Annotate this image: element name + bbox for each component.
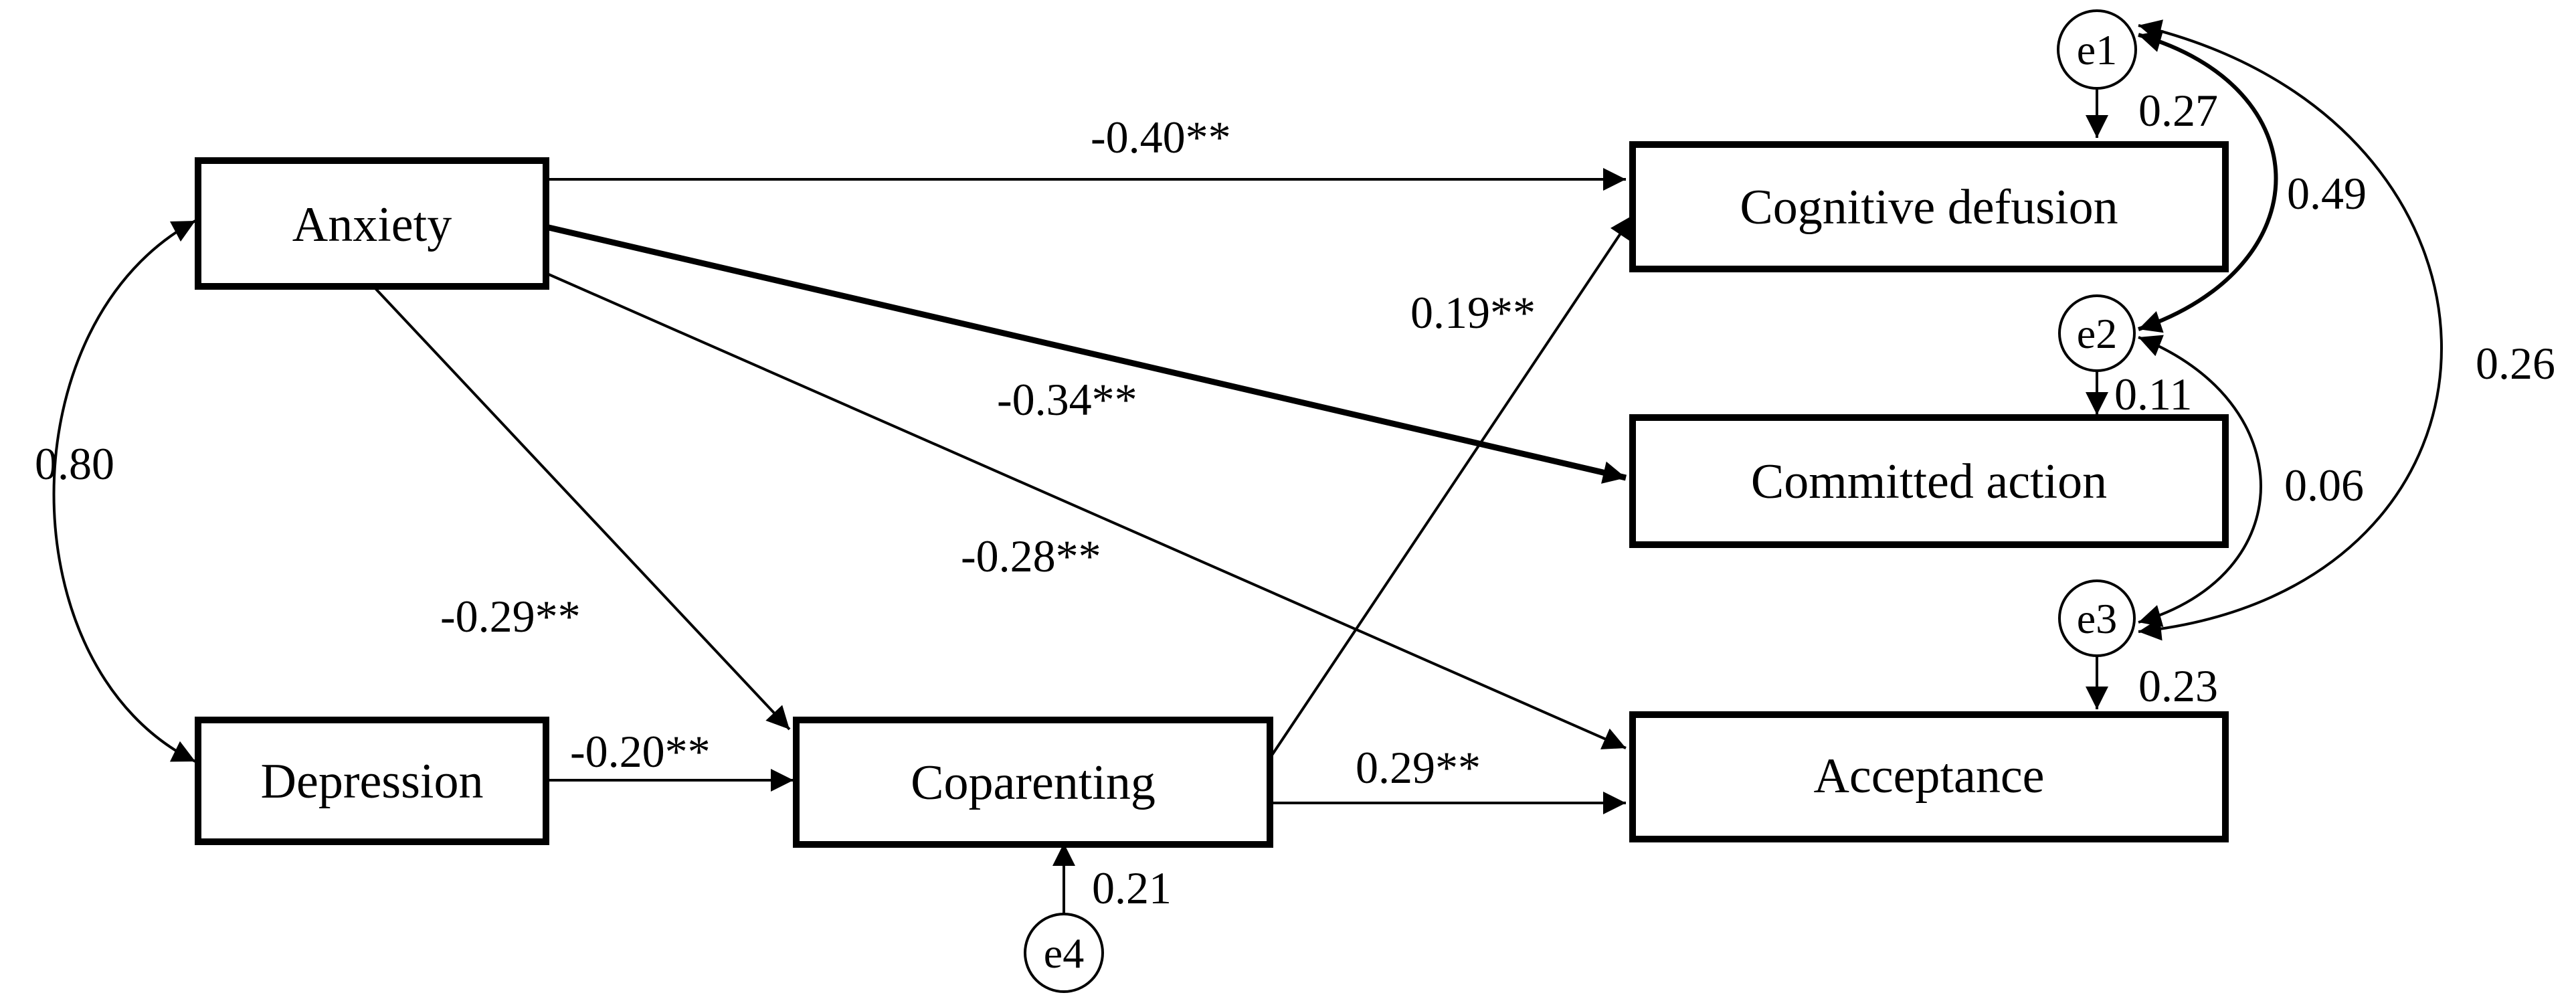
corr-e1-e2 [2138, 29, 2278, 333]
node-committed-action-label: Committed action [1751, 454, 2107, 509]
residual-e1-value: 0.27 [2138, 85, 2218, 136]
error-e1: e1 [2057, 9, 2137, 90]
node-coparenting-label: Coparenting [911, 755, 1156, 810]
path-coparenting-cognitive-defusion [1270, 214, 1634, 757]
node-depression: Depression [195, 717, 549, 845]
error-e3-label: e3 [2077, 595, 2117, 642]
corr-e1-e3 [2138, 19, 2443, 641]
residual-e2-value: 0.11 [2114, 369, 2192, 420]
node-depression-label: Depression [261, 754, 484, 809]
error-e2-label: e2 [2077, 310, 2117, 357]
node-anxiety-label: Anxiety [292, 197, 452, 252]
corr-e1-e2-value: 0.49 [2287, 168, 2367, 219]
node-cognitive-defusion-label: Cognitive defusion [1740, 180, 2118, 235]
corr-e2-e3-value: 0.06 [2284, 460, 2364, 511]
node-coparenting: Coparenting [793, 717, 1273, 848]
node-committed-action: Committed action [1629, 414, 2229, 548]
node-acceptance: Acceptance [1629, 711, 2229, 842]
corr-anxiety-depression [52, 219, 196, 763]
coef-anxiety-acceptance: -0.28** [961, 531, 1101, 581]
corr-anxiety-depression-value: 0.80 [35, 438, 114, 489]
residual-e4-value: 0.21 [1092, 863, 1172, 913]
error-e3: e3 [2058, 579, 2136, 657]
path-anxiety-committed-action [547, 224, 1627, 484]
node-anxiety: Anxiety [195, 157, 549, 290]
node-acceptance-label: Acceptance [1813, 749, 2044, 804]
residual-e3-value: 0.23 [2138, 660, 2218, 711]
path-anxiety-acceptance [548, 273, 1627, 749]
corr-e1-e3-value: 0.26 [2476, 338, 2555, 389]
error-e4-label: e4 [1044, 929, 1084, 977]
error-e2: e2 [2058, 294, 2136, 372]
error-e4: e4 [1024, 913, 1104, 993]
coef-anxiety-coparenting: -0.29** [440, 591, 581, 642]
node-cognitive-defusion: Cognitive defusion [1629, 141, 2229, 272]
coef-coparenting-cognitive-defusion: 0.19** [1410, 287, 1536, 338]
error-e1-label: e1 [2077, 26, 2117, 74]
path-anxiety-coparenting [373, 286, 791, 731]
coef-coparenting-acceptance: 0.29** [1356, 742, 1481, 793]
corr-e2-e3 [2138, 335, 2262, 627]
coef-depression-coparenting: -0.20** [570, 726, 711, 777]
coef-anxiety-committed-action: -0.34** [997, 374, 1137, 425]
coef-anxiety-cognitive-defusion: -0.40** [1091, 112, 1231, 163]
